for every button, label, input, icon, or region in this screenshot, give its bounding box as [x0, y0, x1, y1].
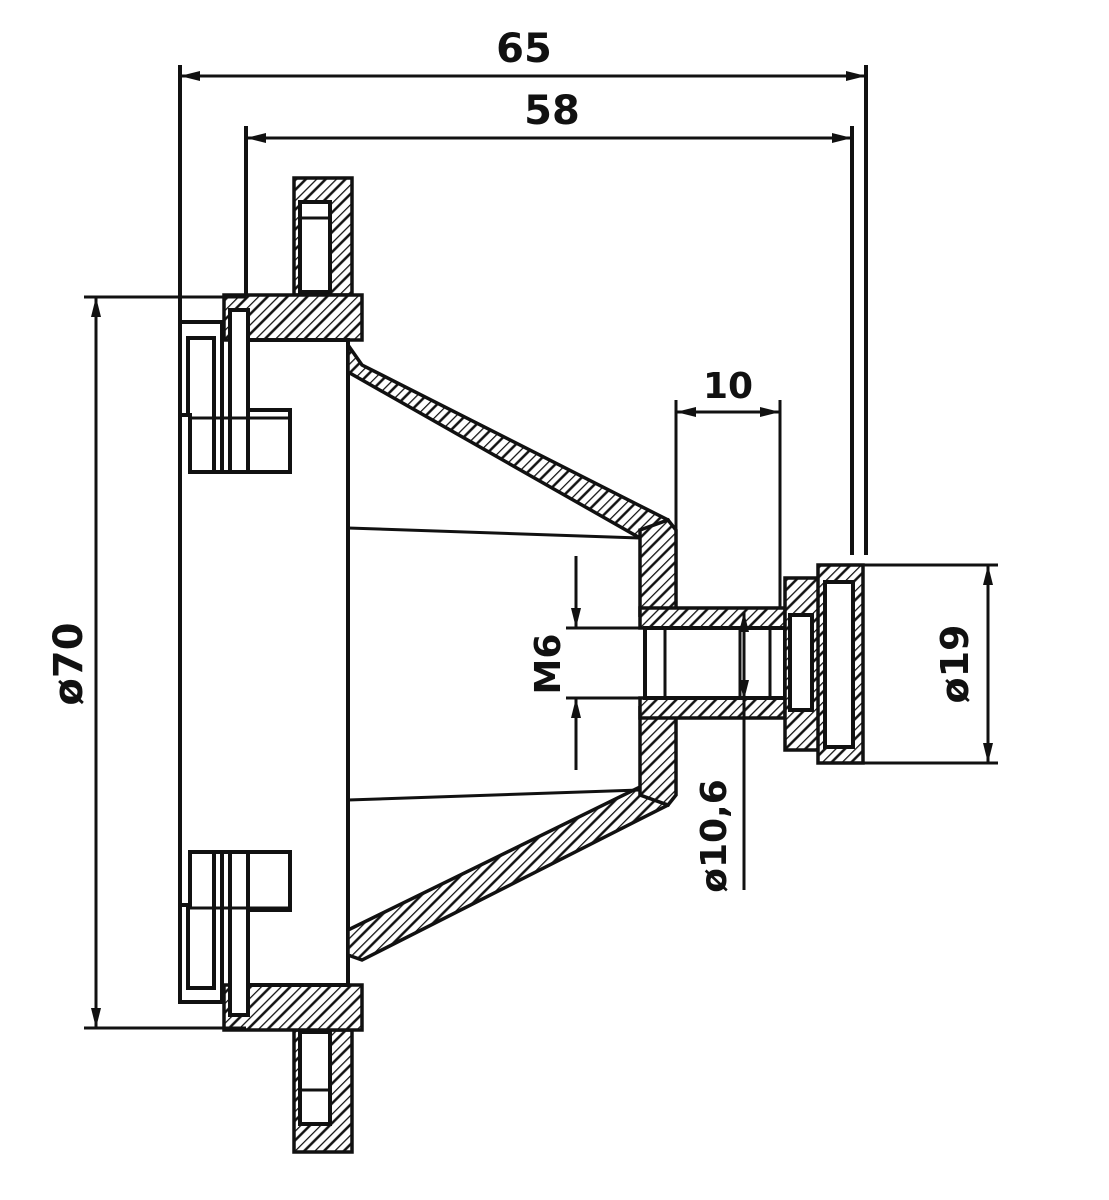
main-body	[178, 338, 350, 987]
stud-sleeve-bottom	[638, 696, 787, 720]
dim-overall-length: 65	[496, 26, 552, 72]
stud-core	[643, 626, 787, 700]
dim-stud-length: 10	[703, 366, 753, 407]
stud-sleeve-top	[638, 606, 787, 630]
dim-cap-diameter: ø19	[933, 625, 977, 704]
dim-body-length: 58	[524, 88, 580, 134]
dimension-lines	[84, 65, 998, 1030]
cone-bottom-wall	[346, 785, 670, 962]
end-cap-inner	[823, 580, 855, 749]
dim-hole-diameter: ø10,6	[694, 779, 735, 893]
dim-thread: M6	[528, 634, 569, 695]
hub-bottom	[638, 706, 678, 808]
part-section	[178, 176, 865, 1154]
hub	[638, 517, 678, 618]
bottom-nut-inner	[298, 1030, 332, 1126]
cone-top-wall	[346, 339, 670, 540]
cap-collar-inner	[788, 613, 814, 712]
top-nut-inner	[298, 200, 332, 294]
dim-flange-diameter: ø70	[46, 622, 92, 705]
